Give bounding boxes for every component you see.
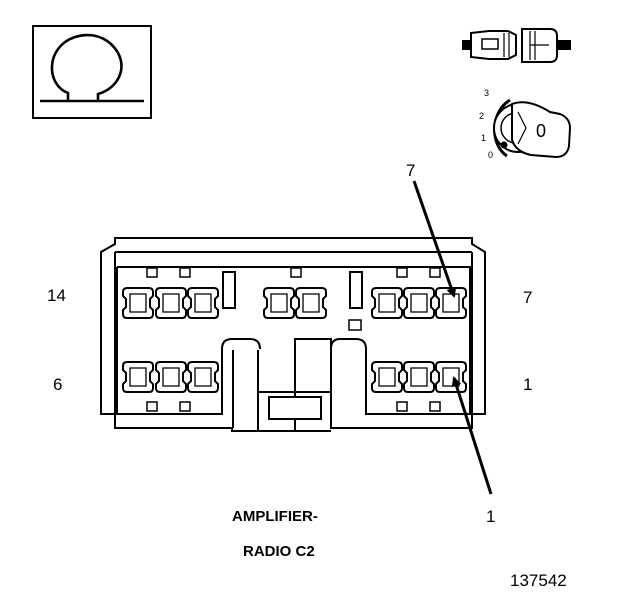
side-label-1: 1 [523,375,532,394]
ignition-position-0: 0 [488,150,493,160]
side-label-6: 6 [53,375,62,394]
pin-1-leader-arrow [451,376,493,495]
ignition-position-1: 1 [481,133,486,143]
cavity-9 [371,287,403,319]
cavity-4 [187,361,219,393]
side-label-7: 7 [523,288,532,307]
cavity-1 [435,361,467,393]
cavity-14 [122,287,154,319]
callout-pin-1: 1 [486,507,495,526]
ohm-icon [40,33,144,103]
ignition-position-2: 2 [479,111,484,121]
ohmmeter-legend [32,25,152,119]
callout-pin-7: 7 [406,161,415,180]
disconnected-connector-icon [462,28,571,63]
cavity-7 [435,287,467,319]
cavity-3 [371,361,403,393]
connector-body [100,237,486,432]
cavity-2 [403,361,435,393]
cavity-12 [187,287,219,319]
cavity-11 [263,287,295,319]
caption-line-1: AMPLIFIER- [232,508,318,525]
cavity-5 [155,361,187,393]
figure-id: 137542 [510,571,567,590]
caption-line-2: RADIO C2 [243,543,315,560]
cavity-10 [295,287,327,319]
cavity-8 [403,287,435,319]
pin-7-leader-arrow [412,180,457,298]
side-label-14: 14 [47,286,66,305]
ignition-position-3: 3 [484,88,489,98]
key-position-label: 0 [536,121,546,141]
cavity-6 [122,361,154,393]
cavity-13 [155,287,187,319]
ignition-key-icon: 3 2 1 0 0 [479,88,572,160]
